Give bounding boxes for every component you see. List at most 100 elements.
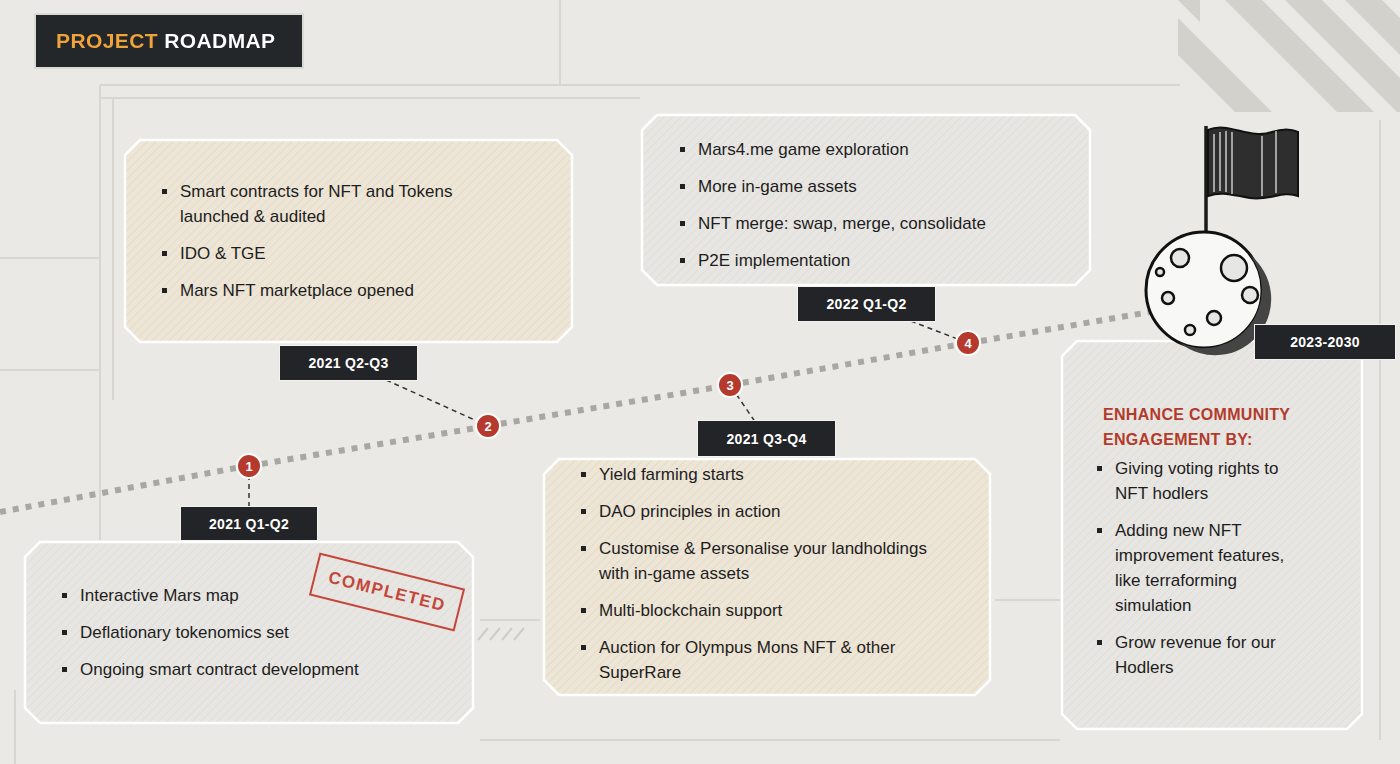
leader-line [248,479,250,507]
box-shape [544,459,990,695]
hatch-mark [490,628,500,640]
flag [1208,128,1298,199]
step-number: 3 [717,372,743,398]
flag-line [1219,132,1220,191]
bullet-item: IDO & TGE [162,241,500,266]
roadmap-box: Yield farming startsDAO principles in ac… [543,458,991,696]
frame-line [480,619,540,621]
bullet-item: P2E implementation [680,248,1068,273]
milestone-circle: 1 [236,453,262,479]
milestone-circle: 3 [717,372,743,398]
flag-line [1231,132,1232,194]
circle-shape [237,454,261,478]
roadmap-box: Mars4.me game explorationMore in-game as… [641,114,1091,286]
date-label: 2021 Q3-Q4 [726,431,806,447]
frame-line [1379,120,1381,740]
flag-line [1275,131,1276,193]
box-shape [25,542,473,723]
frame-line [100,97,640,99]
timeline-dots [981,312,1150,341]
frame-line [559,0,561,85]
date-tag: 2021 Q1-Q2 [181,507,317,540]
frame-line [0,257,100,259]
bullet-item: Mars NFT marketplace opened [162,278,500,303]
box-content: Yield farming startsDAO principles in ac… [543,458,991,685]
bullet-item: Customise & Personalise your landholding… [581,536,929,586]
section-heading: ENHANCE COMMUNITY ENGAGEMENT BY: [1103,402,1318,452]
bullet-item: Mars4.me game exploration [680,137,1068,162]
frame-line [14,690,16,764]
leader-line [386,380,476,421]
title-box: PROJECT ROADMAP [34,13,304,69]
crater [1221,255,1247,281]
bullet-item: Smart contracts for NFT and Tokens launc… [162,179,500,229]
frame-line [99,85,101,540]
box-content: ENHANCE COMMUNITY ENGAGEMENT BY:Giving v… [1061,340,1363,680]
step-number: 2 [475,413,501,439]
box-content: Mars4.me game explorationMore in-game as… [641,114,1091,273]
bullet-item: Ongoing smart contract development [62,657,460,682]
step-number: 1 [236,453,262,479]
circle-shape [956,331,980,355]
frame-line [112,98,114,400]
frame-line [100,84,1180,86]
date-label: 2021 Q1-Q2 [209,516,289,532]
crater [1185,325,1195,335]
timeline-segment [743,345,955,382]
date-label: 2023-2030 [1290,334,1360,350]
bullet-item: Auction for Olympus Mons NFT & other Sup… [581,635,929,685]
stripe [1345,0,1400,112]
bullet-item: Yield farming starts [581,462,929,487]
date-tag: 2022 Q1-Q2 [798,287,935,321]
bullet-item: Giving voting rights to NFT hodlers [1097,456,1300,506]
timeline-segment [262,428,475,464]
hatch-mark [502,628,512,640]
milestone-circle: 4 [955,330,981,356]
milestone-circle: 2 [475,413,501,439]
corner-stripes [1178,0,1400,112]
hatch-marks [478,628,524,640]
box-shape [642,115,1090,285]
leader-line [911,321,956,338]
bullet-item: Adding new NFT improvement features, lik… [1097,518,1300,618]
box-content: Smart contracts for NFT and Tokens launc… [124,139,573,303]
flag-line [1225,131,1226,192]
date-label: 2022 Q1-Q2 [826,296,906,312]
bullet-item: More in-game assets [680,174,1068,199]
timeline-segment [501,387,717,424]
crater [1171,249,1189,267]
circle-shape [718,373,742,397]
moon-shadow [1180,255,1271,355]
flag-highlights [1214,131,1276,196]
flag-line [1213,134,1214,192]
circle-shape [476,414,500,438]
flag-pole [1204,126,1208,238]
roadmap-box: Smart contracts for NFT and Tokens launc… [124,139,573,343]
crater [1162,292,1174,304]
leader-line [737,396,754,421]
bullet-item: Deflationary tokenomics set [62,620,460,645]
date-tag: 2021 Q2-Q3 [280,346,417,380]
step-number: 4 [955,330,981,356]
bullet-item: Multi-blockchain support [581,598,929,623]
bullet-item: DAO principles in action [581,499,929,524]
box-content: Interactive Mars mapDeflationary tokenom… [24,541,474,682]
flag-line [1261,136,1262,196]
date-tag: 2021 Q3-Q4 [698,421,835,456]
roadmap-box: Interactive Mars mapDeflationary tokenom… [24,541,474,724]
frame-line [480,739,1060,741]
craters [1156,249,1258,335]
bullet-item: Grow revenue for our Hodlers [1097,630,1300,680]
stripe [1178,0,1200,22]
date-label: 2021 Q2-Q3 [308,355,388,371]
frame-line [0,369,100,371]
stripe [1178,18,1272,112]
crater [1156,268,1164,276]
roadmap-box: ENHANCE COMMUNITY ENGAGEMENT BY:Giving v… [1061,340,1363,730]
hatch-mark [514,628,524,640]
hatch-mark [478,628,488,640]
bullet-item: NFT merge: swap, merge, consolidate [680,211,1068,236]
